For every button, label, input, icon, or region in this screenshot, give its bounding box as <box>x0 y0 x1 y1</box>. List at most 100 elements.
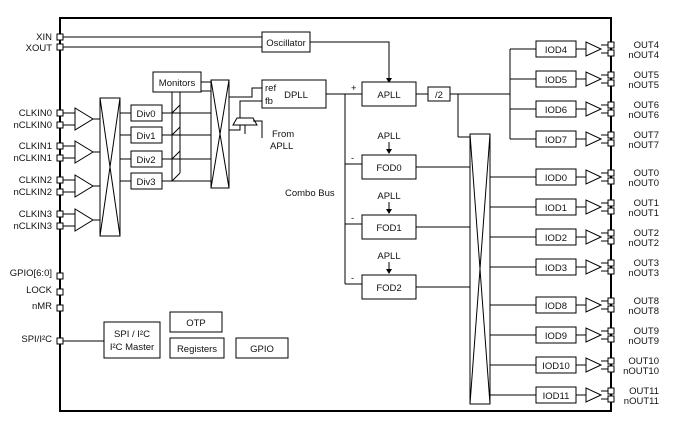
nclkin3-label: nCLKIN3 <box>13 221 52 232</box>
div2-label: Div2 <box>136 155 155 166</box>
iod8-out-label: OUT8 <box>634 296 659 307</box>
div0-block <box>130 104 163 122</box>
iod6-nout-label: nOUT6 <box>628 110 659 121</box>
apll-plus-label: + <box>351 83 357 94</box>
iod9-label: IOD9 <box>545 331 567 342</box>
gpio-pin-label: GPIO[6:0] <box>10 268 52 279</box>
iod8-driver-icon <box>585 297 603 313</box>
iod1-p-pin <box>607 199 615 207</box>
iod5-out-label: OUT5 <box>634 70 659 81</box>
clkin0-label: CLKIN0 <box>19 108 52 119</box>
monitors-block <box>152 71 202 93</box>
iod1-out-label: OUT1 <box>634 198 659 209</box>
iod6-label: IOD6 <box>545 105 567 116</box>
nmr-label: nMR <box>32 301 52 312</box>
otp-block <box>169 311 223 333</box>
iod5-nout-label: nOUT5 <box>628 80 659 91</box>
fod0-label: FOD0 <box>376 163 401 174</box>
iod2-out-label: OUT2 <box>634 228 659 239</box>
iod7-label: IOD7 <box>545 135 567 146</box>
iod2-label: IOD2 <box>545 233 567 244</box>
iod2-driver-icon <box>585 229 603 245</box>
dpll-fb-label: fb <box>265 96 273 107</box>
iod3-label: IOD3 <box>545 263 567 274</box>
iod5-n-pin <box>607 79 615 87</box>
iod10-n-pin <box>607 365 615 373</box>
iod10-nout-label: nOUT10 <box>623 366 659 377</box>
spi-pin-label: SPI/I²C <box>21 334 52 345</box>
clkin2-label: CLKIN2 <box>19 175 52 186</box>
fod0-apll-label: APLL <box>377 131 400 142</box>
iod1-label: IOD1 <box>545 203 567 214</box>
iod7-driver-icon <box>585 131 603 147</box>
div3-label: Div3 <box>136 177 155 188</box>
iod5-driver-icon <box>585 71 603 87</box>
registers-label: Registers <box>177 344 217 355</box>
clkin3-label: CLKIN3 <box>19 209 52 220</box>
iod0-nout-label: nOUT0 <box>628 178 659 189</box>
apll-label: APLL <box>377 90 400 101</box>
iod3-out-label: OUT3 <box>634 258 659 269</box>
iod6-driver-icon <box>585 101 603 117</box>
fod1-minus-label: - <box>351 213 354 224</box>
iod6-out-label: OUT6 <box>634 100 659 111</box>
iod5-label: IOD5 <box>545 75 567 86</box>
div2-output-label: /2 <box>435 90 443 101</box>
iod10-p-pin <box>607 357 615 365</box>
iod11-nout-label: nOUT11 <box>624 396 659 407</box>
iod1-driver-icon <box>585 199 603 215</box>
iod8-label: IOD8 <box>545 301 567 312</box>
fod2-apll-label: APLL <box>377 251 400 262</box>
fod0-minus-label: - <box>351 153 354 164</box>
iod8-nout-label: nOUT8 <box>628 306 659 317</box>
div3-block <box>130 172 163 190</box>
xout-label: XOUT <box>26 43 53 54</box>
nclkin0-label: nCLKIN0 <box>13 120 52 131</box>
fod1-apll-label: APLL <box>377 191 400 202</box>
iod6-n-pin <box>607 109 615 117</box>
iod11-n-pin <box>607 395 615 403</box>
div1-block <box>130 126 163 144</box>
iod2-p-pin <box>607 229 615 237</box>
dpll-label: DPLL <box>284 90 308 101</box>
iod8-n-pin <box>607 305 615 313</box>
monitors-label: Monitors <box>159 78 196 89</box>
iod1-nout-label: nOUT1 <box>628 208 659 219</box>
iod0-n-pin <box>607 177 615 185</box>
div2-output-block <box>427 86 451 102</box>
iod4-label: IOD4 <box>545 45 567 56</box>
iod10-label: IOD10 <box>542 361 569 372</box>
dpll-ref-label: ref <box>265 83 276 94</box>
iod9-p-pin <box>607 327 615 335</box>
iod8-p-pin <box>607 297 615 305</box>
fod1-label: FOD1 <box>376 223 401 234</box>
oscillator-label: Oscillator <box>266 38 306 49</box>
gpio-block <box>235 337 289 359</box>
registers-block <box>169 337 225 359</box>
iod0-p-pin <box>607 169 615 177</box>
left-wiring <box>63 36 392 237</box>
iod6-p-pin <box>607 101 615 109</box>
spi-master-label-2: I²C Master <box>110 342 154 353</box>
div0-label: Div0 <box>136 109 155 120</box>
xin-label: XIN <box>36 32 52 43</box>
div2-block <box>130 150 163 168</box>
otp-label: OTP <box>186 318 206 329</box>
combo-bus-label: Combo Bus <box>285 188 335 199</box>
iod11-label: IOD11 <box>543 391 570 402</box>
div1-label: Div1 <box>136 131 155 142</box>
fod2-label: FOD2 <box>376 283 401 294</box>
left-pins <box>56 33 64 345</box>
core-wiring <box>326 48 536 405</box>
nclkin1-label: nCLKIN1 <box>13 153 52 164</box>
from-apll-label-1: From <box>272 129 294 140</box>
fod0-block <box>361 154 417 180</box>
iod9-driver-icon <box>585 327 603 343</box>
spi-master-block <box>103 321 161 359</box>
lock-label: LOCK <box>26 285 53 296</box>
